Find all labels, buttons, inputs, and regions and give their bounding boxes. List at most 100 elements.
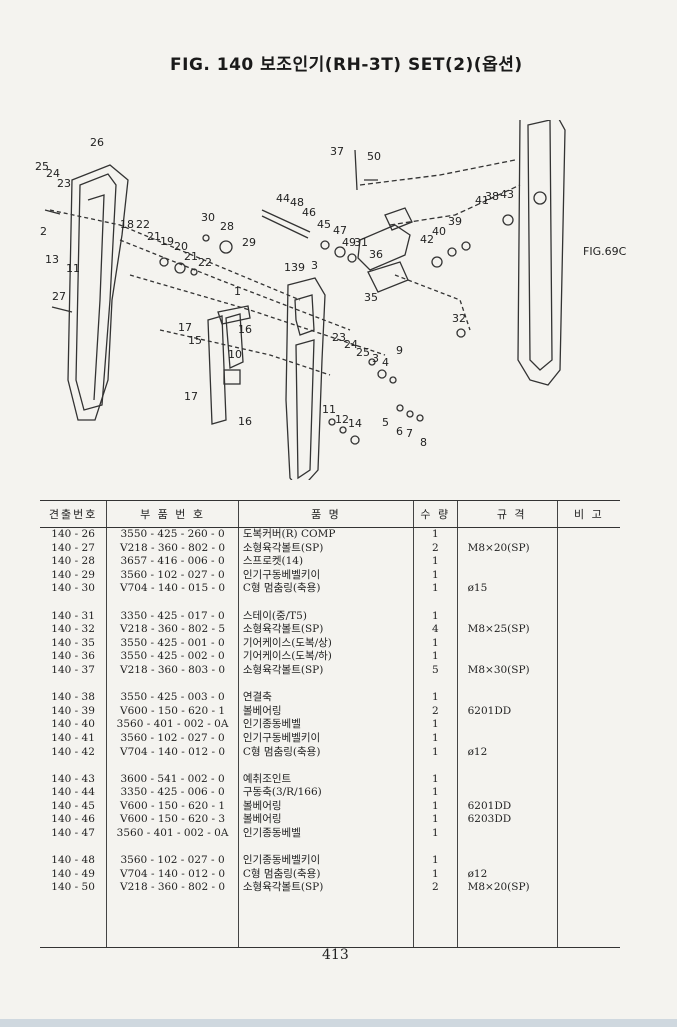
- cell-part-number: 3560 - 102 - 027 - 0: [106, 854, 239, 868]
- cell-spec: [456, 527, 558, 542]
- cell-ref: 140 - 28: [51, 555, 95, 568]
- cell-part-name: C형 멈춤링(축용): [237, 582, 414, 596]
- cell-ref: 140 - 29: [51, 568, 95, 581]
- spacer-cell: [40, 596, 107, 610]
- cell-spec: ø15: [456, 582, 558, 596]
- cell-part-name: 구동축(3/R/166): [237, 786, 414, 800]
- spacer-cell: [456, 677, 558, 692]
- cell-part-name: 볼베어링: [237, 704, 414, 719]
- cell-part-name: 소형육각볼트(SP): [237, 541, 414, 556]
- svg-text:1: 1: [234, 285, 241, 298]
- cell-spec: M8×20(SP): [456, 541, 558, 556]
- svg-text:48: 48: [290, 196, 304, 209]
- cell-spec: [456, 827, 558, 841]
- cell-quantity: 1: [412, 609, 458, 624]
- spacer-cell: [106, 759, 239, 773]
- cell-part-name: 기어케이스(도복/하): [237, 650, 414, 664]
- svg-text:32: 32: [452, 312, 466, 325]
- cell-remarks: [556, 623, 620, 637]
- cell-ref: 140 - 31: [51, 609, 95, 622]
- cell-remarks: [556, 772, 620, 787]
- svg-text:15: 15: [188, 334, 202, 347]
- cell-quantity: 1: [412, 827, 458, 841]
- cell-part-number: 3550 - 425 - 001 - 0: [106, 636, 239, 651]
- header-spec: 규 격: [456, 500, 558, 528]
- empty-cell: [456, 895, 558, 949]
- table-spacer-row: [40, 840, 620, 855]
- cell-quantity: 1: [412, 527, 458, 542]
- svg-text:47: 47: [333, 224, 347, 237]
- header-part-name: 품 명: [237, 500, 414, 528]
- cell-spec: [456, 731, 558, 746]
- svg-text:2: 2: [40, 225, 47, 238]
- cell-part-number: 3560 - 401 - 002 - 0A: [106, 827, 239, 841]
- svg-text:23: 23: [332, 331, 346, 344]
- cell-ref: 140 - 43: [51, 772, 95, 785]
- cell-part-number: V218 - 360 - 802 - 5: [106, 623, 239, 637]
- cell-part-number: V600 - 150 - 620 - 1: [106, 704, 239, 719]
- cell-part-name: 소형육각볼트(SP): [237, 623, 414, 637]
- svg-text:3: 3: [311, 259, 318, 272]
- cell-remarks: [556, 731, 620, 746]
- cell-quantity: 1: [412, 568, 458, 583]
- cell-part-name: 인기구동베벨키이: [237, 568, 414, 583]
- header-quantity: 수 량: [412, 500, 458, 528]
- cell-spec: [456, 786, 558, 800]
- svg-text:21: 21: [184, 250, 198, 263]
- cell-ref: 140 - 41: [51, 731, 95, 744]
- cell-ref: 140 - 45: [51, 799, 95, 812]
- scan-edge: [0, 1019, 677, 1027]
- cell-ref: 140 - 47: [51, 827, 95, 840]
- svg-text:17: 17: [184, 390, 198, 403]
- svg-text:11: 11: [66, 262, 80, 275]
- cell-spec: [456, 854, 558, 868]
- svg-text:23: 23: [57, 177, 71, 190]
- header-ref: 견출번호: [40, 500, 107, 528]
- svg-text:49: 49: [342, 236, 356, 249]
- cell-part-name: 기어케이스(도복/상): [237, 636, 414, 651]
- spacer-cell: [412, 677, 458, 692]
- table-header-row: 견출번호 부 품 번 호 품 명 수 량 규 격 비 고: [40, 500, 620, 528]
- spacer-cell: [106, 840, 239, 855]
- cell-ref: 140 - 44: [51, 786, 95, 799]
- cell-remarks: [556, 799, 620, 814]
- cell-remarks: [556, 568, 620, 583]
- cell-part-number: V704 - 140 - 015 - 0: [106, 582, 239, 596]
- svg-text:9: 9: [396, 344, 403, 357]
- cell-quantity: 2: [412, 881, 458, 896]
- cell-part-name: 소형육각볼트(SP): [237, 663, 414, 678]
- cell-remarks: [556, 881, 620, 896]
- cell-ref: 140 - 50: [51, 881, 95, 894]
- cell-remarks: [556, 786, 620, 800]
- cell-quantity: 1: [412, 650, 458, 664]
- svg-text:13: 13: [45, 253, 59, 266]
- cell-quantity: 2: [412, 541, 458, 556]
- cell-remarks: [556, 527, 620, 542]
- spacer-cell: [40, 678, 107, 692]
- svg-text:18: 18: [120, 218, 134, 231]
- cell-part-number: 3350 - 425 - 017 - 0: [106, 609, 239, 624]
- cell-spec: 6203DD: [456, 813, 558, 828]
- spacer-cell: [40, 841, 107, 855]
- svg-text:35: 35: [364, 291, 378, 304]
- header-remarks: 비 고: [556, 500, 620, 528]
- svg-text:44: 44: [276, 192, 290, 205]
- svg-text:26: 26: [90, 136, 104, 149]
- cell-part-number: V600 - 150 - 620 - 1: [106, 799, 239, 814]
- cell-quantity: 1: [412, 745, 458, 760]
- cell-remarks: [556, 867, 620, 882]
- cell-spec: [456, 568, 558, 583]
- svg-text:30: 30: [201, 211, 215, 224]
- svg-text:24: 24: [46, 167, 60, 180]
